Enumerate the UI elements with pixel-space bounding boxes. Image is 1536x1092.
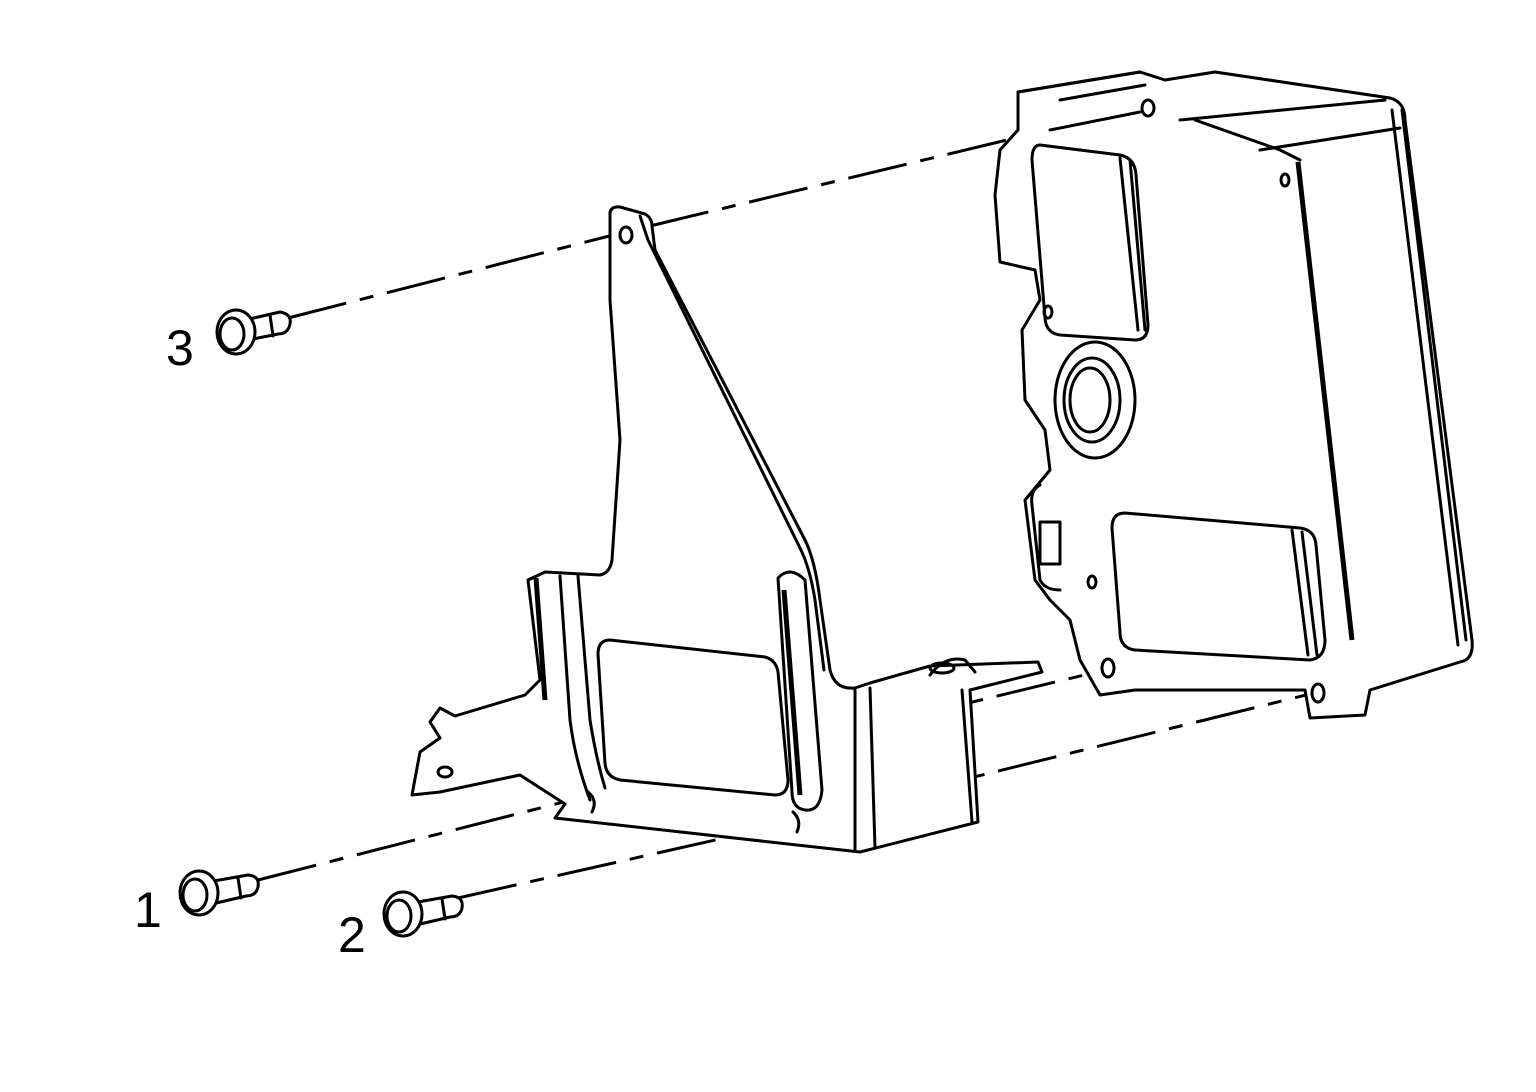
mounting-bracket [410, 205, 1044, 854]
callout-2: 2 [338, 907, 366, 963]
callout-1: 1 [134, 882, 162, 938]
callout-3: 3 [166, 320, 194, 376]
bolt-1 [178, 869, 260, 917]
bolt-2 [382, 890, 464, 938]
electronic-control-module [993, 70, 1474, 720]
bolt-3 [215, 308, 292, 356]
